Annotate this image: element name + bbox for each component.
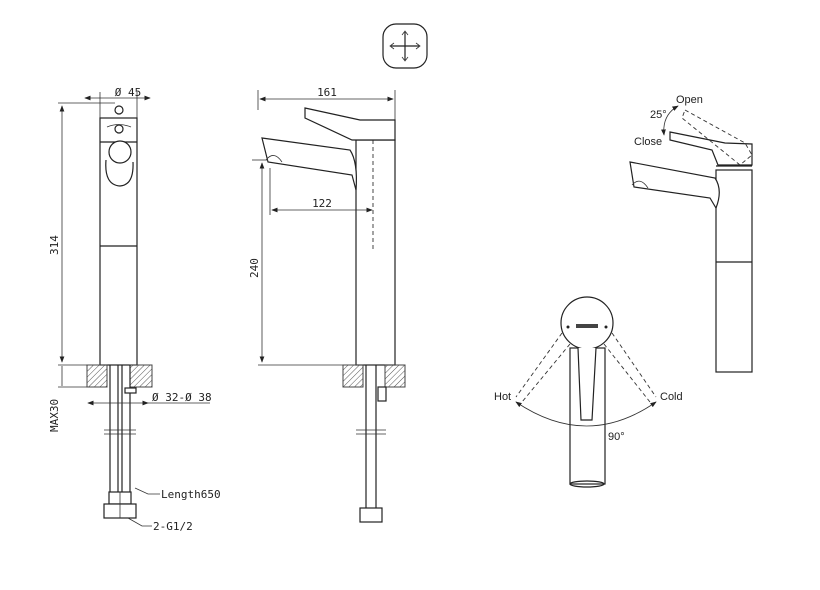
- diameter-top-label: Ø 45: [115, 86, 142, 99]
- rotation-angle-label: 90°: [608, 431, 625, 443]
- lever-angle-label: 25°: [650, 109, 667, 121]
- cold-hot-cross-icon: [382, 23, 428, 69]
- front-view: [58, 92, 210, 527]
- height-total-label: 314: [48, 235, 61, 255]
- hole-diameter-label: Ø 32-Ø 38: [152, 391, 212, 404]
- connection-label: 2-G1/2: [153, 520, 193, 533]
- close-label: Close: [634, 136, 662, 148]
- brand-logo: [576, 324, 598, 328]
- lever-view: [629, 105, 753, 373]
- hot-label: Hot: [494, 391, 511, 403]
- hose-length-label: Length650: [161, 488, 221, 501]
- open-label: Open: [676, 94, 703, 106]
- top-view: [515, 296, 657, 488]
- max-thickness-label: MAX30: [48, 399, 61, 432]
- side-view: [252, 90, 406, 523]
- spout-reach-label: 122: [312, 197, 332, 210]
- total-depth-label: 161: [317, 86, 337, 99]
- cold-label: Cold: [660, 391, 683, 403]
- spout-height-label: 240: [248, 258, 261, 278]
